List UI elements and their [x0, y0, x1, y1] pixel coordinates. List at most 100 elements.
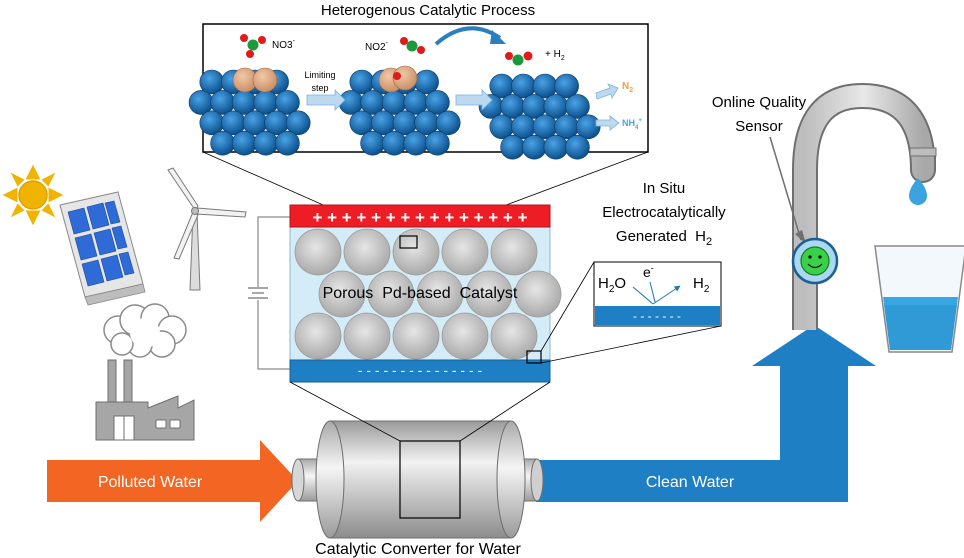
converter-label: Catalytic Converter for Water [315, 541, 521, 558]
polluted-water-label: Polluted Water [98, 474, 203, 491]
nitrate-molecule [240, 34, 266, 58]
catalyst-bead [210, 130, 235, 156]
porous-bead [294, 312, 342, 360]
battery-icon [248, 287, 268, 299]
pd-site [252, 67, 278, 93]
nh4-arrow [595, 115, 620, 131]
catalyst-bead [231, 130, 257, 156]
catalyst-bead [565, 94, 590, 119]
water-drop-icon [909, 178, 927, 205]
limiting-label-2: step [311, 83, 328, 93]
limiting-step-arrow [306, 89, 346, 111]
h2-generation-panel: - - - - - - - H2O e- H2 [593, 261, 722, 327]
porous-bead [441, 228, 489, 276]
porous-bead [343, 228, 391, 276]
electron-arrow [649, 281, 656, 303]
product-molecule [505, 51, 533, 66]
smiley-sensor-icon [791, 237, 839, 285]
anode-charges: + + + + + + + + + + + + + + + [312, 208, 527, 227]
porous-bead [367, 270, 415, 318]
catalyst-bead [500, 134, 525, 160]
porous-bead [294, 228, 342, 276]
hydrogen-label: H2 [693, 275, 710, 295]
panel-charges: - - - - - - - [633, 309, 681, 323]
electron-label: e- [643, 263, 654, 280]
catalytic-process-inset: NO3- NO2- + H2 Limiting step N2 NH4+ [188, 23, 649, 160]
plus-h2-label: + H2 [545, 49, 565, 62]
converter-window [399, 440, 461, 519]
zoom-box-bottom [526, 350, 542, 364]
n2-product: N2 [622, 81, 633, 94]
sensor-label-1: Online Quality [712, 94, 807, 111]
nitrite-label: NO2- [365, 40, 389, 53]
solar-panel-icon [59, 191, 146, 306]
pd-site [392, 65, 418, 91]
diagram-title: Heterogenous Catalytic Process [321, 2, 535, 19]
catalyst-bead [565, 134, 590, 160]
catalyst-bead [253, 130, 279, 156]
sun-icon [2, 164, 64, 226]
curved-arrow-head [490, 30, 506, 44]
catalyst-beads [294, 228, 562, 360]
in-situ-line-3: Generated H2 [616, 228, 712, 248]
porous-bead [343, 312, 391, 360]
catalyst-bead [403, 130, 429, 156]
adsorbed-oxygen [393, 72, 401, 80]
cathode-charges: - - - - - - - - - - - - - - - [358, 362, 483, 378]
anode-electrode [289, 204, 551, 228]
nitrate-label: NO3- [272, 38, 296, 51]
in-situ-line-1: In Situ [643, 180, 686, 197]
porous-bead [514, 270, 562, 318]
zoom-line-converter-right [459, 381, 551, 442]
factory-icon [95, 303, 195, 441]
sensor-pointer-head [795, 230, 806, 244]
nitrite-molecule [400, 37, 425, 54]
porous-bead [490, 228, 538, 276]
zoom-line-h2o-top [540, 261, 595, 352]
catalyst-bead [425, 90, 450, 115]
water-label: H2O [598, 275, 626, 295]
zoom-line-h2o-bottom [540, 325, 722, 364]
catalyst-cluster-1 [188, 67, 311, 156]
nh4-product: NH4+ [622, 118, 642, 131]
catalytic-converter [291, 420, 544, 539]
catalyst-bead [575, 114, 601, 140]
catalyst-bead [554, 73, 579, 99]
electrochemical-cell: + + + + + + + + + + + + + + + - - - - - … [289, 204, 562, 383]
catalyst-label: Porous Pd-based Catalyst [323, 285, 518, 302]
zoom-line-converter-left [289, 381, 401, 442]
h2-arrow-out [652, 285, 681, 305]
catalyst-bead [425, 130, 450, 156]
catalyst-bead [360, 130, 385, 156]
polluted-water-arrow [47, 440, 298, 522]
wind-turbine-icon [167, 167, 247, 291]
zoom-box-top [399, 235, 418, 249]
catalyst-bead [285, 110, 311, 136]
porous-bead [490, 312, 538, 360]
water-arrow-in [632, 286, 654, 305]
catalyst-cluster-2 [338, 65, 461, 156]
catalyst-bead [521, 134, 547, 160]
catalyst-bead [543, 134, 569, 160]
circuit-wire [257, 216, 290, 370]
catalyst-bead [381, 130, 407, 156]
catalyst-bead [435, 110, 461, 136]
porous-bead [465, 270, 513, 318]
water-glass-icon [874, 245, 964, 353]
faucet-icon [792, 83, 937, 330]
step-two-arrow [455, 89, 493, 111]
porous-bead [441, 312, 489, 360]
catalyst-bead [275, 90, 300, 115]
porous-bead [392, 312, 440, 360]
limiting-label-1: Limiting [304, 70, 335, 80]
clean-water-label: Clean Water [646, 474, 735, 491]
n2-arrow [595, 83, 619, 100]
cathode-electrode [289, 359, 551, 383]
sensor-pointer-line [769, 136, 802, 241]
porous-bead [416, 270, 464, 318]
porous-bead [318, 270, 366, 318]
clean-water-arrow [536, 325, 876, 502]
sensor-label-2: Sensor [735, 118, 783, 135]
catalyst-bead [275, 130, 300, 156]
